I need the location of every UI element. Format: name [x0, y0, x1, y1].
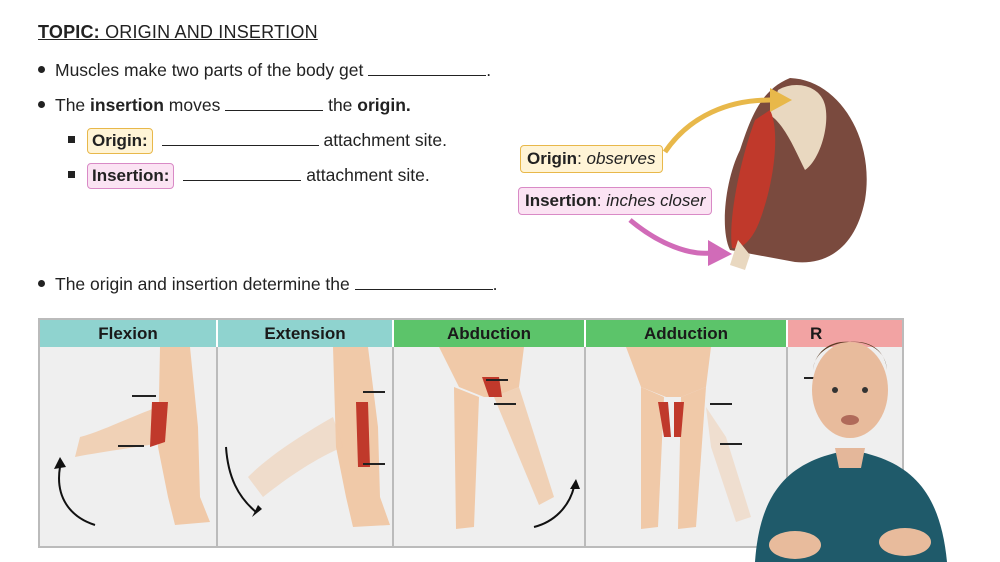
- cell-extension: [218, 347, 394, 546]
- abduction-leg-illustration: [439, 347, 580, 529]
- presenter-eye: [862, 387, 868, 393]
- insertion-arrow: [628, 218, 711, 256]
- adduction-leg-illustration: [626, 347, 751, 529]
- blank-dash: [118, 445, 144, 447]
- bullet-3: The origin and insertion determine the .: [38, 274, 498, 295]
- presenter-mouth: [841, 415, 859, 425]
- header-extension: Extension: [218, 320, 392, 347]
- blank-dash: [494, 403, 516, 405]
- bullet-1: Muscles make two parts of the body get .: [38, 60, 491, 81]
- origin-arrowhead: [770, 88, 792, 112]
- blank: [183, 166, 302, 181]
- arm-illustration: [628, 78, 867, 270]
- header-abduction: Abduction: [394, 320, 584, 347]
- cell-flexion: [40, 347, 218, 546]
- blank: [368, 61, 487, 76]
- presenter-neck: [835, 448, 865, 468]
- presenter-hand: [879, 528, 931, 556]
- bullet-dot: [38, 279, 45, 287]
- blank-dash: [132, 395, 156, 397]
- sub-bullet-insertion: Insertion: attachment site.: [68, 163, 430, 189]
- blank: [225, 96, 324, 111]
- insertion-arrowhead: [708, 240, 732, 266]
- cell-abduction: [394, 347, 586, 546]
- blank-dash: [804, 377, 820, 379]
- bullet-2: The insertion moves the origin.: [38, 95, 411, 116]
- square-bullet: [68, 135, 75, 143]
- blank-dash: [710, 403, 732, 405]
- flexion-leg-illustration: [54, 347, 210, 526]
- blank: [161, 131, 319, 146]
- insertion-tag: Insertion:: [87, 163, 175, 189]
- bullet-dot: [38, 65, 45, 73]
- presenter-hand: [769, 531, 821, 559]
- origin-arrow: [662, 97, 771, 154]
- origin-tag: Origin:: [87, 128, 153, 154]
- scapula-bone: [770, 85, 827, 170]
- radius-bone: [730, 240, 750, 270]
- topic-title: TOPIC: ORIGIN AND INSERTION: [38, 22, 318, 42]
- presenter-video: [755, 341, 947, 562]
- bullet-dot: [38, 100, 45, 108]
- extension-leg-illustration: [225, 347, 390, 527]
- biceps-muscle: [731, 110, 776, 249]
- blank-dash: [720, 443, 742, 445]
- insertion-label: Insertion: inches closer: [518, 187, 713, 215]
- presenter-face: [812, 342, 888, 438]
- presenter-eye: [832, 387, 838, 393]
- header-adduction: Adduction: [586, 320, 786, 347]
- sub-bullet-origin: Origin: attachment site.: [68, 128, 447, 154]
- cell-adduction: [586, 347, 788, 546]
- blank-dash: [363, 391, 385, 393]
- blank-dash: [363, 463, 385, 465]
- blank-dash: [486, 379, 508, 381]
- blank: [354, 275, 493, 290]
- origin-label: Origin: observes: [520, 145, 663, 173]
- square-bullet: [68, 170, 75, 178]
- header-flexion: Flexion: [40, 320, 216, 347]
